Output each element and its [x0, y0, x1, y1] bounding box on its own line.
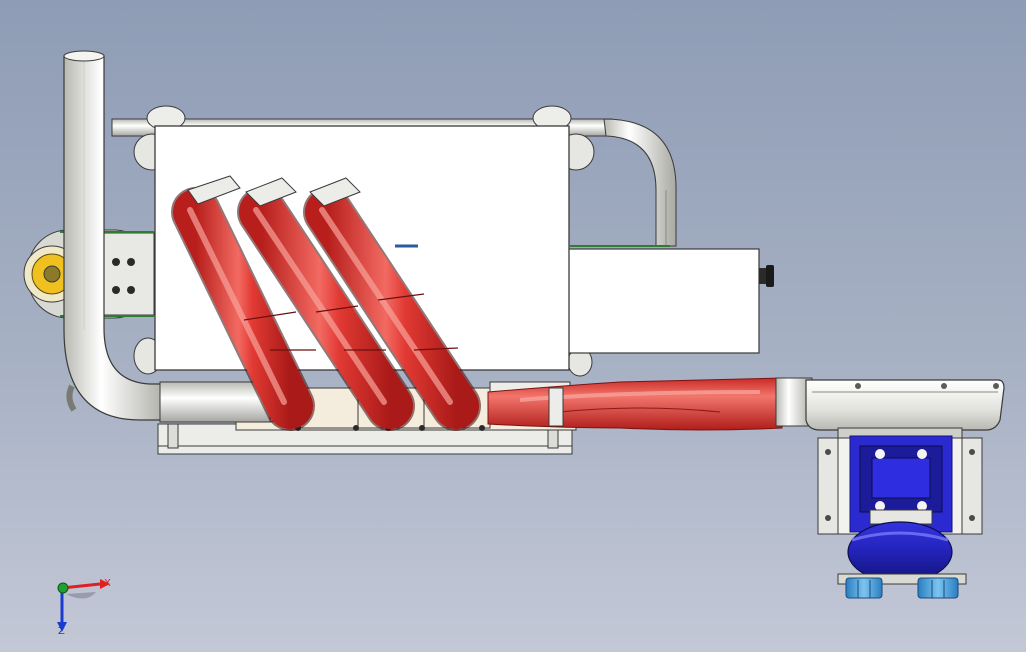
vertical-exhaust-pipe: [63, 50, 293, 423]
coordinate-triad: [57, 579, 110, 632]
red-hose-1: [171, 175, 316, 431]
horizontal-red-hose: [487, 377, 813, 431]
motor-feet: [845, 577, 959, 599]
blue-motor: [837, 435, 967, 585]
red-hose-3: [303, 177, 481, 431]
side-enclosure-box: [565, 245, 774, 354]
red-hose-2: [237, 177, 415, 431]
x-axis-label: X: [104, 578, 111, 589]
blower-housing: [805, 379, 1005, 441]
z-axis-label: Z: [58, 626, 65, 637]
y-axis-dot: [57, 582, 69, 594]
